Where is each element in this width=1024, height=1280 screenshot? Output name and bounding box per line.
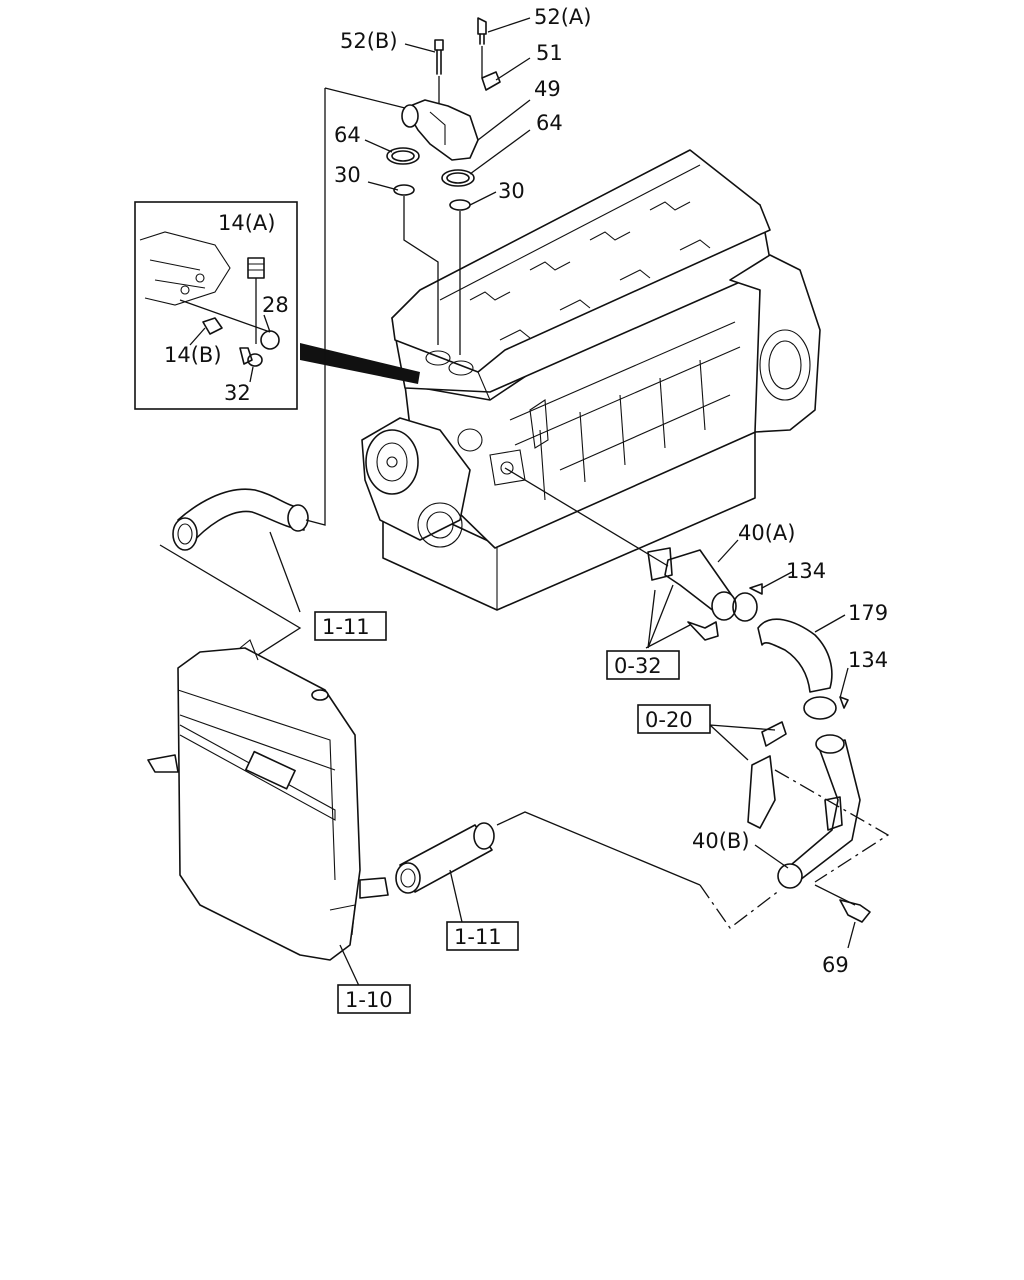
ref-box-0-32 [606,650,680,680]
callout-179: 179 [848,601,888,625]
callout-32: 32 [224,381,251,405]
callout-30-right: 30 [498,179,525,203]
detail-arrow [300,343,420,384]
callout-14b: 14(B) [164,343,222,367]
callout-leaders [189,17,856,989]
ref-0-32: 0-32 [614,654,662,678]
inset-detail [134,201,298,410]
callout-52a: 52(A) [534,5,591,29]
ref-0-20: 0-20 [645,708,693,732]
ref-1-10: 1-10 [345,988,393,1012]
callout-134-lower: 134 [848,648,888,672]
callout-49: 49 [534,77,561,101]
engine-block [361,149,821,611]
callout-69: 69 [822,953,849,977]
callout-40a: 40(A) [738,521,795,545]
callout-28: 28 [262,293,289,317]
thermostat-housing-group [386,17,501,355]
radiator [147,639,389,961]
ref-box-1-11-lower [446,921,519,951]
callout-14a: 14(A) [218,211,275,235]
ref-box-1-11-upper [314,611,387,641]
ref-box-1-10 [337,984,411,1014]
ref-1-11-upper: 1-11 [322,615,370,639]
ref-box-0-20 [637,704,711,734]
lower-radiator-hose [395,811,781,929]
callout-64-right: 64 [536,111,563,135]
callout-134-upper: 134 [786,559,826,583]
callout-30-left: 30 [334,163,361,187]
callout-64-left: 64 [334,123,361,147]
ref-1-11-lower: 1-11 [454,925,502,949]
callout-51: 51 [536,41,563,65]
upper-radiator-hose [159,87,406,661]
water-pipe-group [504,467,890,923]
callout-40b: 40(B) [692,829,750,853]
callout-52b: 52(B) [340,29,398,53]
